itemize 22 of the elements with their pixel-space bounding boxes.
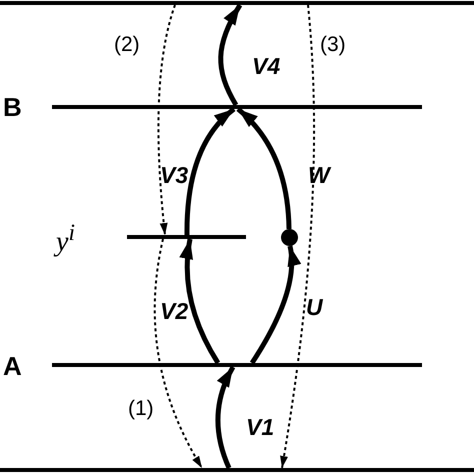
dashed-arrow xyxy=(280,4,315,468)
edge-label: U xyxy=(306,296,323,319)
variable-label: y$^{i}$ xyxy=(56,222,75,256)
arrow xyxy=(236,107,292,230)
junction-dot xyxy=(281,229,298,246)
dashed-arrow xyxy=(157,4,176,236)
edge-label: V3 xyxy=(160,164,188,187)
arrow xyxy=(216,366,236,469)
level-label: B xyxy=(3,94,22,120)
arrow xyxy=(250,246,300,364)
arrow xyxy=(184,107,236,236)
arrow xyxy=(218,4,242,106)
level-label: A xyxy=(3,353,22,379)
edge-label: V4 xyxy=(252,55,280,78)
edge-label: (2) xyxy=(114,34,140,55)
edge-label: V1 xyxy=(246,416,274,439)
edge-label: (1) xyxy=(128,398,154,419)
arrow xyxy=(180,238,220,364)
dashed-arrow xyxy=(154,238,203,468)
edge-label: V2 xyxy=(160,300,188,323)
edge-label: (3) xyxy=(320,34,346,55)
edge-label: W xyxy=(308,164,330,187)
